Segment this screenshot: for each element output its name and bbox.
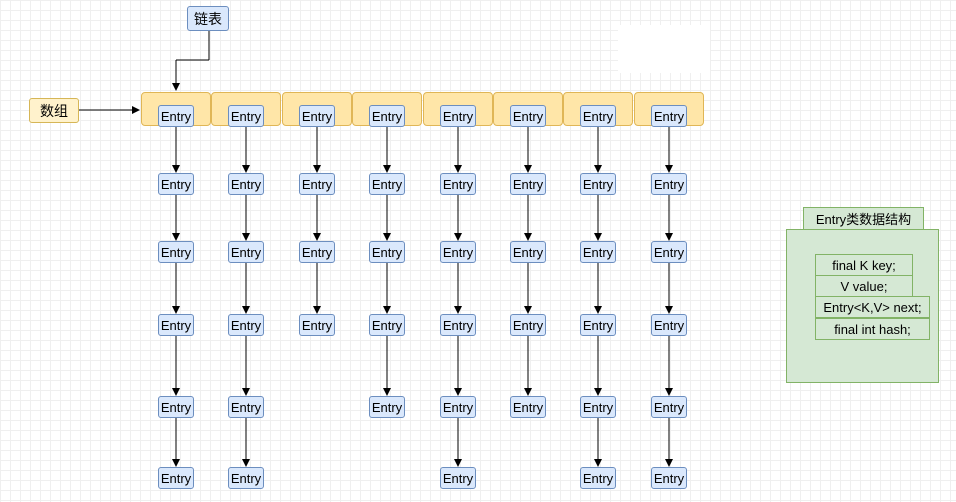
- entry-field-key: final K key;: [815, 254, 913, 276]
- entry-node: Entry: [440, 396, 476, 418]
- entry-node: Entry: [158, 241, 194, 263]
- canvas-blank-area: [618, 25, 710, 73]
- entry-node: Entry: [158, 396, 194, 418]
- entry-node: Entry: [440, 241, 476, 263]
- entry-node: Entry: [299, 105, 335, 127]
- entry-node: Entry: [580, 173, 616, 195]
- entry-node: Entry: [369, 173, 405, 195]
- entry-field-value: V value;: [815, 275, 913, 297]
- entry-node: Entry: [369, 241, 405, 263]
- entry-node: Entry: [228, 105, 264, 127]
- entry-node: Entry: [369, 105, 405, 127]
- entry-node: Entry: [651, 467, 687, 489]
- entry-node: Entry: [651, 314, 687, 336]
- entry-node: Entry: [158, 467, 194, 489]
- entry-node: Entry: [580, 105, 616, 127]
- entry-node: Entry: [510, 314, 546, 336]
- entry-node: Entry: [369, 314, 405, 336]
- entry-class-title: Entry类数据结构: [803, 207, 924, 230]
- entry-node: Entry: [651, 173, 687, 195]
- entry-node: Entry: [158, 173, 194, 195]
- entry-node: Entry: [299, 241, 335, 263]
- entry-node: Entry: [158, 314, 194, 336]
- linked-list-label: 链表: [187, 6, 229, 31]
- entry-node: Entry: [580, 467, 616, 489]
- entry-node: Entry: [440, 173, 476, 195]
- entry-node: Entry: [228, 467, 264, 489]
- entry-node: Entry: [510, 173, 546, 195]
- entry-node: Entry: [651, 396, 687, 418]
- entry-node: Entry: [228, 241, 264, 263]
- entry-node: Entry: [580, 396, 616, 418]
- entry-node: Entry: [158, 105, 194, 127]
- entry-node: Entry: [228, 396, 264, 418]
- entry-node: Entry: [369, 396, 405, 418]
- entry-node: Entry: [299, 314, 335, 336]
- entry-node: Entry: [228, 173, 264, 195]
- entry-node: Entry: [299, 173, 335, 195]
- entry-node: Entry: [510, 241, 546, 263]
- entry-node: Entry: [510, 396, 546, 418]
- entry-node: Entry: [580, 241, 616, 263]
- entry-node: Entry: [651, 241, 687, 263]
- entry-node: Entry: [228, 314, 264, 336]
- entry-node: Entry: [651, 105, 687, 127]
- entry-node: Entry: [440, 467, 476, 489]
- array-cell: [563, 92, 634, 126]
- entry-node: Entry: [510, 105, 546, 127]
- entry-field-next: Entry<K,V> next;: [815, 296, 930, 318]
- entry-node: Entry: [440, 314, 476, 336]
- entry-node: Entry: [440, 105, 476, 127]
- array-label: 数组: [29, 98, 79, 123]
- entry-field-hash: final int hash;: [815, 318, 930, 340]
- entry-node: Entry: [580, 314, 616, 336]
